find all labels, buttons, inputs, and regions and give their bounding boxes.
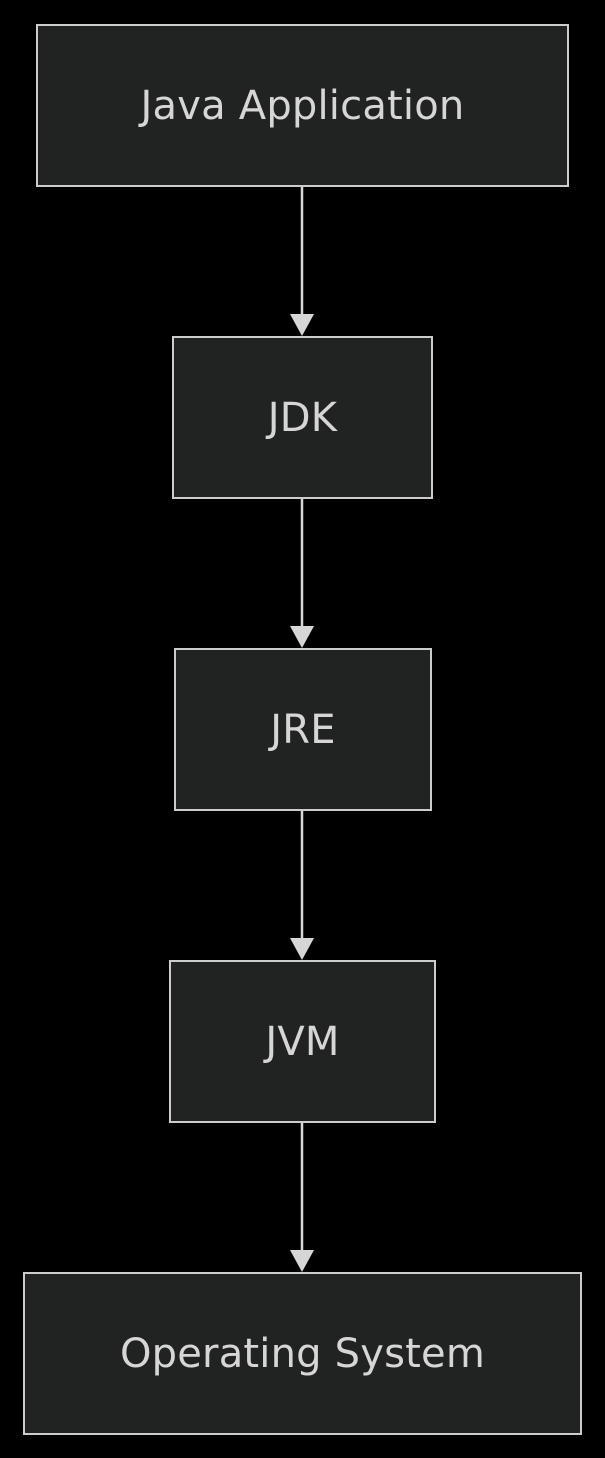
arrowhead-icon — [290, 314, 314, 336]
edge-jdk-to-jre — [290, 498, 314, 648]
node-label: JVM — [265, 1018, 340, 1065]
arrowhead-icon — [290, 626, 314, 648]
edge-jre-to-jvm — [290, 810, 314, 960]
node-jdk: JDK — [172, 336, 433, 499]
arrowhead-icon — [290, 938, 314, 960]
arrowhead-icon — [290, 1250, 314, 1272]
node-operating-system: Operating System — [23, 1272, 582, 1435]
edge-jvm-to-os — [290, 1122, 314, 1272]
edge-app-to-jdk — [290, 186, 314, 336]
node-label: JDK — [267, 394, 338, 441]
node-java-application: Java Application — [36, 24, 569, 187]
node-label: Operating System — [119, 1330, 486, 1377]
node-jvm: JVM — [169, 960, 436, 1123]
node-label: JRE — [270, 706, 336, 753]
node-label: Java Application — [140, 82, 465, 129]
node-jre: JRE — [174, 648, 432, 811]
